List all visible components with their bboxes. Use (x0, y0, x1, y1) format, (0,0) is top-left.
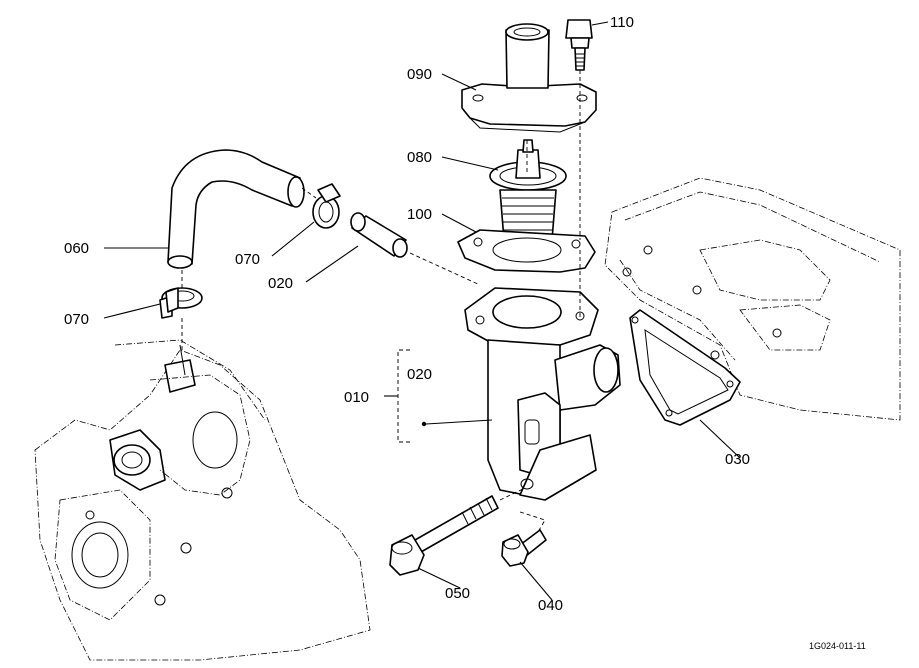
callout-040: 040 (538, 597, 563, 614)
part-070-clamp-lower (159, 287, 203, 319)
water-pump-housing (34, 339, 371, 661)
part-030-gasket (629, 309, 741, 426)
callout-070-lower: 070 (64, 311, 89, 328)
part-010-thermostat-housing (464, 287, 621, 501)
callout-020-pipe: 020 (268, 275, 293, 292)
part-110-bolt (565, 19, 593, 71)
callout-020-bracket: 020 (407, 366, 432, 383)
part-090-thermostat-cover (461, 23, 597, 133)
callout-030: 030 (725, 451, 750, 468)
part-070-clamp-upper (312, 183, 341, 229)
callout-090: 090 (407, 66, 432, 83)
part-050-long-bolt (389, 495, 499, 576)
part-060-hose (167, 149, 305, 269)
callout-110: 110 (610, 14, 634, 31)
assembly-bracket (384, 349, 493, 443)
part-020-pipe (350, 212, 408, 258)
part-080-thermostat (489, 139, 567, 241)
callout-060: 060 (64, 240, 89, 257)
leader-lines (103, 21, 741, 601)
callout-070-upper: 070 (235, 251, 260, 268)
part-100-gasket (457, 229, 596, 273)
drawing-code: 1G024-011-11 (809, 641, 866, 651)
callout-080: 080 (407, 149, 432, 166)
callout-010: 010 (344, 389, 369, 406)
alignment-lines (181, 70, 581, 533)
callout-labels: 110 090 080 100 060 070 020 070 010 020 … (64, 14, 866, 651)
callout-100: 100 (407, 206, 432, 223)
engine-block-outline (604, 177, 901, 421)
part-040-bolt (501, 529, 547, 567)
callout-050: 050 (445, 585, 470, 602)
